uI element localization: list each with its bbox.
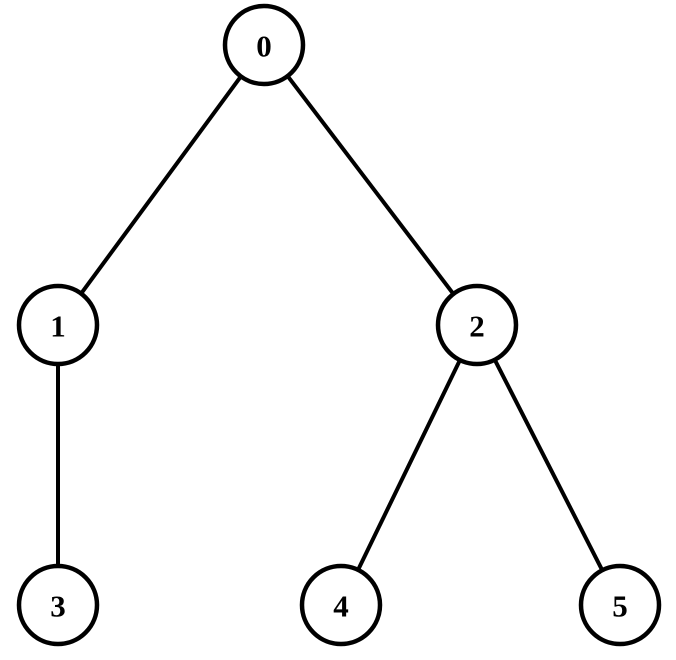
node-label-5: 5 <box>612 589 628 624</box>
graph-edge-2-4 <box>355 357 463 573</box>
node-circle-4[interactable] <box>299 563 383 647</box>
node-circle-1[interactable] <box>16 283 100 367</box>
graph-node-2[interactable]: 2 <box>435 283 519 367</box>
node-label-0: 0 <box>256 29 272 64</box>
graph-node-1[interactable]: 1 <box>16 283 100 367</box>
node-circle-5[interactable] <box>578 563 662 647</box>
graph-node-3[interactable]: 3 <box>16 563 100 647</box>
node-circle-2[interactable] <box>435 283 519 367</box>
graph-node-0[interactable]: 0 <box>222 3 306 87</box>
graph-edge-0-2 <box>284 73 457 297</box>
node-circle-0[interactable] <box>222 3 306 87</box>
node-label-1: 1 <box>50 309 66 344</box>
graph-node-5[interactable]: 5 <box>578 563 662 647</box>
edge-layer <box>56 73 605 573</box>
node-layer: 0 1 2 3 4 5 <box>16 3 662 647</box>
graph-edge-2-5 <box>492 357 605 573</box>
node-label-3: 3 <box>50 589 66 624</box>
node-circle-3[interactable] <box>16 563 100 647</box>
graph-node-4[interactable]: 4 <box>299 563 383 647</box>
graph-edge-0-1 <box>78 73 244 297</box>
node-label-2: 2 <box>469 309 485 344</box>
node-label-4: 4 <box>333 589 349 624</box>
